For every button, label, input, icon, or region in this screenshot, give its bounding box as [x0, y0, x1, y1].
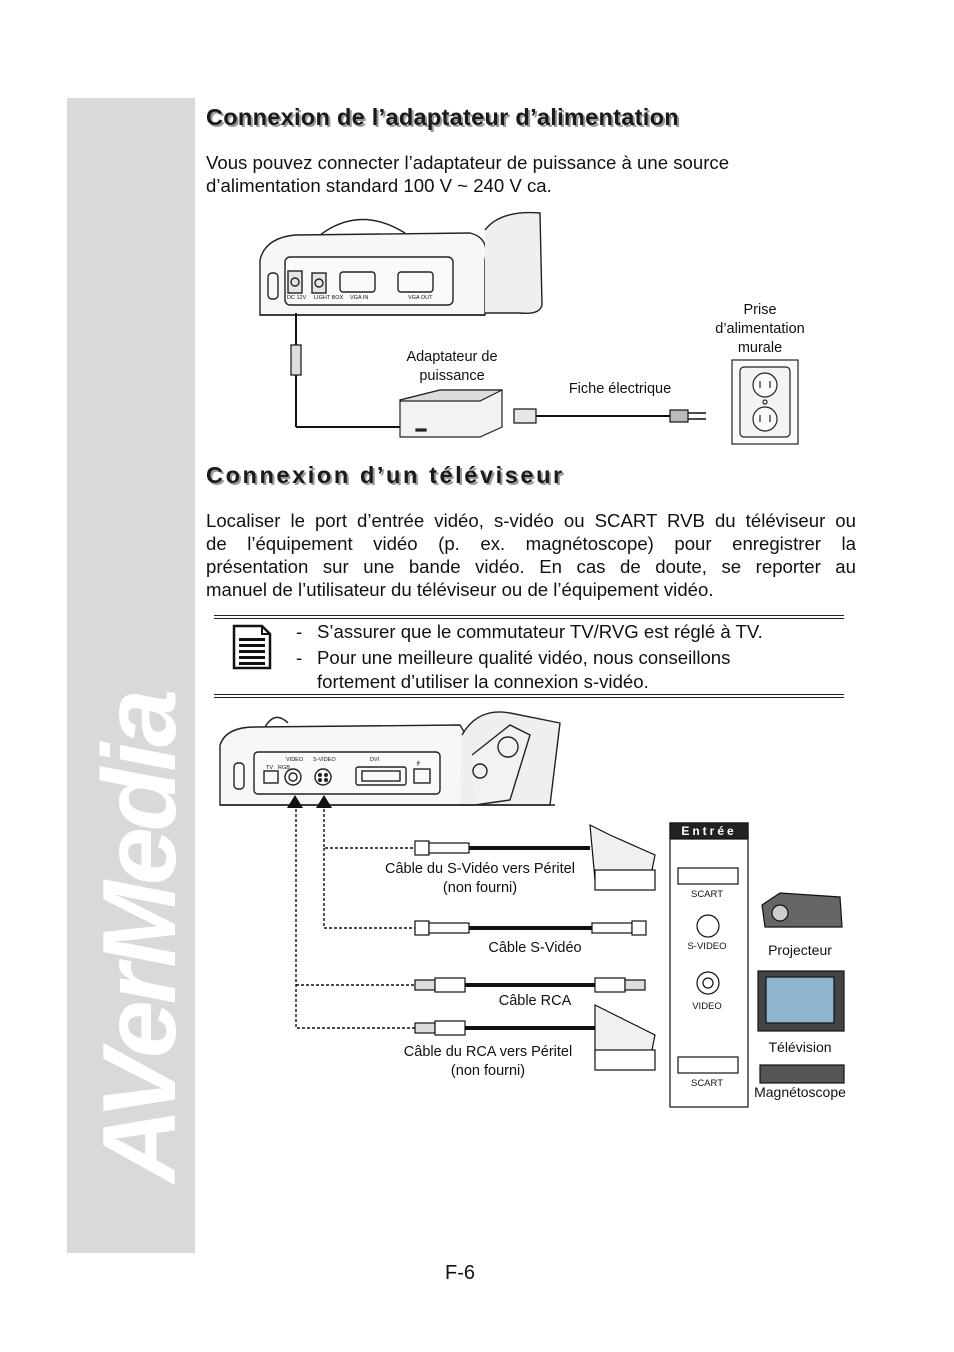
input-panel-title: Entrée	[681, 824, 736, 838]
input-item-video: VIDEO	[692, 1001, 722, 1012]
note-item: S’assurer que le commutateur TV/RVG est …	[317, 621, 763, 642]
tv-paragraph-line: manuel de l’utilisateur du téléviseur ou…	[206, 579, 714, 600]
note-bullet: -	[296, 621, 303, 642]
input-panel	[669, 822, 749, 1108]
port-labels: DC 12V LIGHT BOX VGA IN VGA OUT	[287, 295, 433, 301]
cable-label-rca-scart: Câble du RCA vers Péritel (non fourni)	[403, 1044, 573, 1079]
input-item-scart: SCART	[691, 889, 723, 900]
cable-rca-scart	[414, 1004, 656, 1071]
port-label-svideo: S-VIDEO	[313, 757, 336, 763]
page-number: F-6	[445, 1262, 475, 1284]
device-label-tv: Télévision	[768, 1039, 831, 1055]
cable-svideo	[414, 920, 647, 936]
tv-connection-diagram: TV RGB VIDEO S-VIDEO DVI ⭍	[219, 711, 846, 1108]
cable-label-rca: Câble RCA	[498, 993, 572, 1009]
note-bullet: -	[296, 647, 303, 668]
port-label-dvi: DVI	[370, 757, 380, 763]
port-label-rgb: RGB	[278, 765, 290, 771]
cable-label-svideo: Câble S-Vidéo	[488, 940, 582, 956]
tv-paragraph-line: Localiser le port d’entrée vidéo, s-vidé…	[206, 510, 856, 531]
port-arrows	[287, 795, 332, 808]
vcr-shape	[759, 1064, 845, 1084]
outlet-label: Prise d’alimentation murale	[715, 302, 805, 356]
side-band	[67, 98, 195, 1253]
device-label-vcr: Magnétoscope	[754, 1084, 846, 1100]
power-paragraph: Vous pouvez connecter l’adaptateur de pu…	[206, 151, 856, 197]
port-label-usb: ⭍	[416, 759, 421, 767]
tv-paragraph-line: de l’équipement vidéo (p. ex. magnétosco…	[206, 533, 856, 554]
cable-svideo-scart	[414, 823, 656, 891]
cable-label-svideo-scart: Câble du S-Vidéo vers Péritel (non fourn…	[385, 861, 575, 896]
input-item-scart-2: SCART	[691, 1078, 723, 1089]
adapter-label: Adaptateur de puissance	[406, 349, 498, 384]
section-title-power: Connexion de l’adaptateur d’alimentation	[206, 104, 679, 130]
port-label-lightbox: LIGHT BOX	[314, 295, 344, 301]
input-panel-items: SCART S-VIDEO VIDEO SCART	[687, 889, 726, 1089]
port-label-vga-in: VGA IN	[350, 295, 368, 301]
brand-text: AVerMedia	[82, 692, 195, 1186]
cable-rca	[414, 977, 646, 993]
note-top-rule	[214, 615, 844, 619]
power-cable	[290, 313, 400, 428]
wall-outlet-shape	[731, 359, 799, 445]
port-label-tv: TV	[266, 765, 273, 771]
mains-cable	[513, 408, 706, 424]
port-labels-2: TV RGB VIDEO S-VIDEO DVI ⭍	[266, 757, 421, 771]
port-label-vga-out: VGA OUT	[408, 295, 433, 301]
input-item-svideo: S-VIDEO	[687, 941, 726, 952]
projector-shape	[761, 892, 843, 928]
port-label-video: VIDEO	[286, 757, 304, 763]
power-paragraph-line: d’alimentation standard 100 V ~ 240 V ca…	[206, 175, 552, 196]
note-item: Pour une meilleure qualité vidéo, nous c…	[317, 647, 731, 692]
tv-paragraph-line: présentation sur une bande vidéo. En cas…	[206, 556, 856, 577]
note-icon	[232, 624, 272, 670]
television-shape	[757, 970, 845, 1032]
plug-label: Fiche électrique	[568, 381, 672, 397]
port-label-dc: DC 12V	[287, 295, 307, 301]
device-labels: Projecteur Télévision Magnétoscope	[754, 942, 846, 1100]
brand-logo: AVerMedia	[82, 692, 195, 1186]
note-bottom-rule	[214, 694, 844, 698]
dotted-routes	[295, 809, 415, 1029]
device-label-projector: Projecteur	[768, 942, 832, 958]
power-diagram: DC 12V LIGHT BOX VGA IN VGA OUT	[259, 211, 799, 445]
power-adapter-shape	[399, 389, 503, 438]
camera-back-view	[259, 211, 543, 316]
power-paragraph-line: Vous pouvez connecter l’adaptateur de pu…	[206, 152, 730, 173]
tv-paragraph: Localiser le port d’entrée vidéo, s-vidé…	[206, 509, 856, 601]
section-title-tv: Connexion d’un téléviseur	[206, 462, 565, 488]
camera-side-view	[219, 711, 561, 806]
